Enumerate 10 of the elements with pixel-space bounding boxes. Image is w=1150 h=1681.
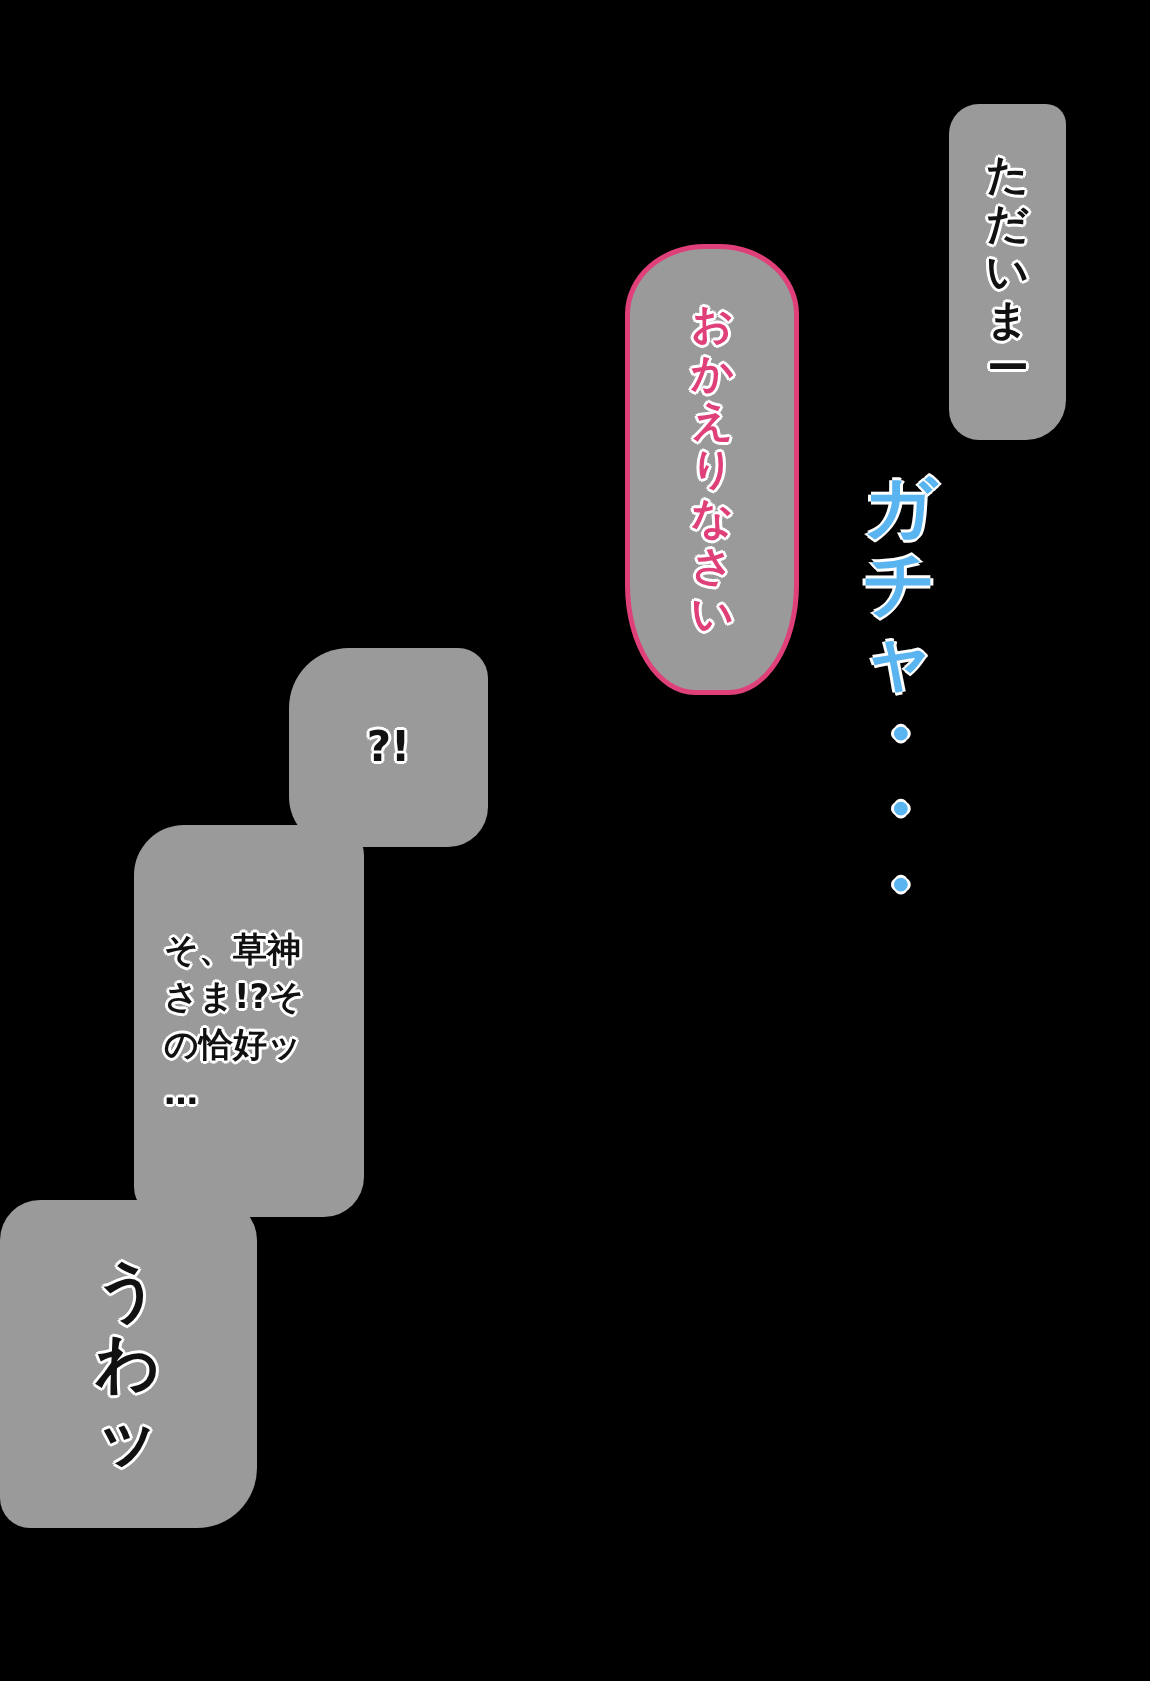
speech-bubble bbox=[289, 648, 488, 847]
speech-bubble bbox=[949, 104, 1066, 440]
dialogue-text: ?! bbox=[366, 721, 411, 774]
dialogue-text: うわッ bbox=[94, 1253, 163, 1475]
sound-effect-text: ガチャ・・・ bbox=[861, 470, 940, 924]
dialogue-text: おかえりなさい bbox=[689, 300, 735, 639]
speech-bubble bbox=[0, 1200, 257, 1528]
dialogue-text: ただいまー bbox=[985, 151, 1030, 393]
speech-bubble bbox=[134, 825, 364, 1217]
dialogue-text: そ、草神さま!?その恰好ッ… bbox=[164, 927, 306, 1114]
